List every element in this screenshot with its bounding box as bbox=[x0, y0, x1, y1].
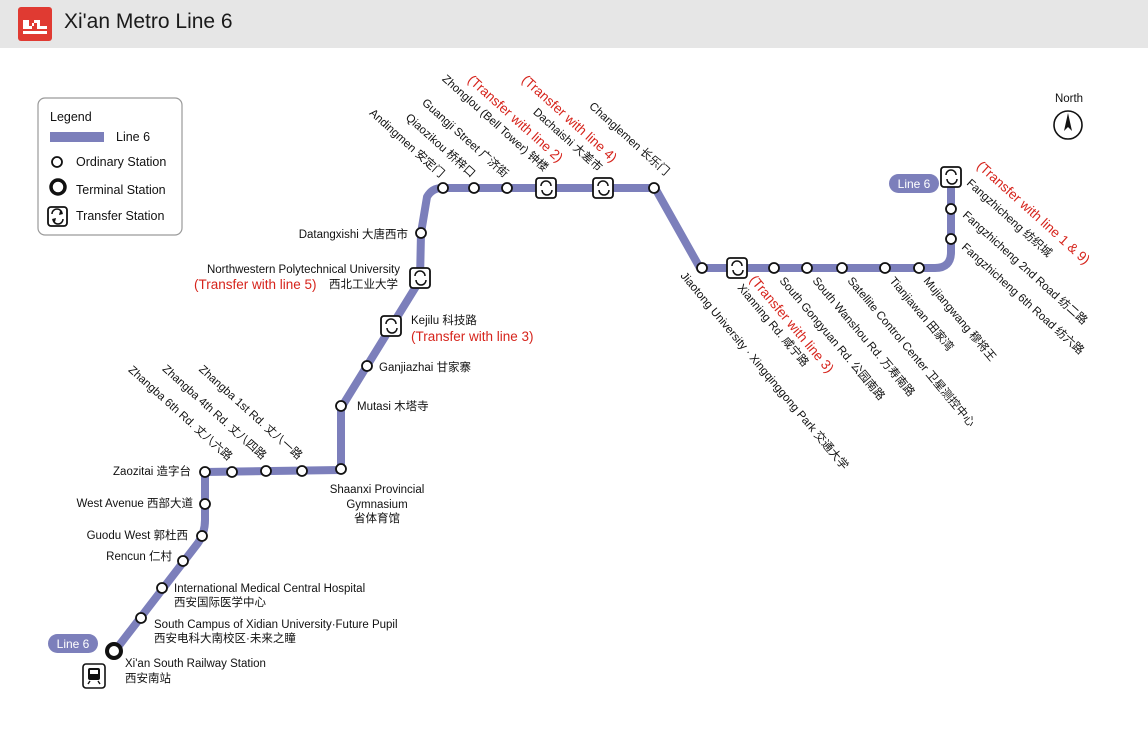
station-zaozitai[interactable] bbox=[199, 466, 211, 478]
label-xidian-south-en: South Campus of Xidian University·Future… bbox=[154, 619, 398, 631]
metro-map: Legend Line 6 Ordinary Station Terminal … bbox=[37, 72, 1093, 689]
transfer-station-zhonglou[interactable] bbox=[535, 177, 557, 199]
transfer-station-icon bbox=[47, 206, 68, 227]
label-guodu-west: Guodu West 郭杜西 bbox=[87, 528, 188, 542]
station-tianjiawan[interactable] bbox=[879, 262, 891, 274]
label-medical-zh: 西安国际医学中心 bbox=[174, 595, 266, 609]
station-wanshou[interactable] bbox=[801, 262, 813, 274]
station-guodu-west[interactable] bbox=[196, 530, 208, 542]
station-qiaozikou[interactable] bbox=[468, 182, 480, 194]
label-gymnasium-zh: 省体育馆 bbox=[354, 511, 400, 525]
ordinary-station-icon bbox=[51, 156, 63, 168]
label-npu-zh: 西北工业大学 bbox=[329, 277, 398, 291]
label-xidian-south-zh: 西安电科大南校区·未来之瞳 bbox=[154, 631, 296, 645]
header-bar: Xi'an Metro Line 6 bbox=[0, 0, 1148, 48]
transfer-station-dachaishi[interactable] bbox=[592, 177, 614, 199]
legend-line-swatch bbox=[50, 132, 104, 142]
legend-title: Legend bbox=[50, 110, 92, 124]
station-satellite[interactable] bbox=[836, 262, 848, 274]
label-datangxishi: Datangxishi 大唐西市 bbox=[299, 227, 408, 241]
transfer-station-npu[interactable] bbox=[409, 267, 431, 289]
terminal-station-icon bbox=[49, 178, 67, 196]
label-mutasi: Mutasi 木塔寺 bbox=[357, 400, 429, 413]
station-west-avenue[interactable] bbox=[199, 498, 211, 510]
transfer-station-kejilu[interactable] bbox=[380, 315, 402, 337]
station-changlemen[interactable] bbox=[648, 182, 660, 194]
station-guangji[interactable] bbox=[501, 182, 513, 194]
compass: North bbox=[1053, 93, 1083, 140]
legend-transfer-label: Transfer Station bbox=[76, 209, 165, 223]
station-mujiangwang[interactable] bbox=[913, 262, 925, 274]
legend-line-label: Line 6 bbox=[116, 130, 150, 144]
compass-label: North bbox=[1055, 93, 1083, 105]
label-fangzhicheng-transfer: (Transfer with line 1 & 9) bbox=[974, 158, 1093, 267]
label-gymnasium-en1: Shaanxi Provincial bbox=[330, 484, 425, 496]
station-mutasi[interactable] bbox=[335, 400, 347, 412]
station-xidian-south[interactable] bbox=[135, 612, 147, 624]
page-title: Xi'an Metro Line 6 bbox=[64, 10, 233, 33]
station-zhangba4[interactable] bbox=[260, 465, 272, 477]
label-kejilu-transfer: (Transfer with line 3) bbox=[411, 329, 534, 344]
station-gongyuan[interactable] bbox=[768, 262, 780, 274]
railway-station-icon bbox=[82, 663, 106, 689]
station-gymnasium[interactable] bbox=[335, 463, 347, 475]
line-6-route bbox=[110, 174, 955, 656]
station-medical[interactable] bbox=[156, 582, 168, 594]
svg-text:Line 6: Line 6 bbox=[898, 177, 931, 191]
station-andingmen[interactable] bbox=[437, 182, 449, 194]
station-zhangba1[interactable] bbox=[296, 465, 308, 477]
station-zhangba6[interactable] bbox=[226, 466, 238, 478]
svg-text:Line 6: Line 6 bbox=[57, 637, 90, 651]
station-rencun[interactable] bbox=[177, 555, 189, 567]
legend: Legend Line 6 Ordinary Station Terminal … bbox=[37, 97, 183, 236]
station-datangxishi[interactable] bbox=[415, 227, 427, 239]
label-zaozitai: Zaozitai 造字台 bbox=[113, 464, 191, 478]
legend-ordinary-label: Ordinary Station bbox=[76, 155, 166, 169]
label-xian-south-en: Xi'an South Railway Station bbox=[125, 658, 266, 670]
label-rencun: Rencun 仁村 bbox=[106, 549, 172, 563]
station-jiaotong[interactable] bbox=[696, 262, 708, 274]
label-medical-en: International Medical Central Hospital bbox=[174, 583, 365, 595]
label-kejilu: Kejilu 科技路 bbox=[411, 313, 477, 327]
label-npu-en: Northwestern Polytechnical University bbox=[207, 264, 400, 276]
station-fangzhicheng2[interactable] bbox=[945, 203, 957, 215]
label-xian-south-zh: 西安南站 bbox=[125, 671, 171, 685]
legend-terminal-label: Terminal Station bbox=[76, 183, 166, 197]
label-npu-transfer: (Transfer with line 5) bbox=[194, 277, 317, 292]
label-gymnasium-en2: Gymnasium bbox=[346, 499, 407, 511]
terminal-station-xian-south[interactable] bbox=[105, 642, 123, 660]
line-badge-end: Line 6 bbox=[889, 174, 939, 193]
transfer-station-fangzhicheng[interactable] bbox=[940, 166, 962, 188]
line-badge-start: Line 6 bbox=[48, 634, 98, 653]
station-ganjiazhai[interactable] bbox=[361, 360, 373, 372]
station-markers bbox=[105, 182, 957, 660]
label-west-avenue: West Avenue 西部大道 bbox=[76, 496, 193, 510]
transfer-station-xianning[interactable] bbox=[726, 257, 748, 279]
station-fangzhicheng6[interactable] bbox=[945, 233, 957, 245]
label-ganjiazhai: Ganjiazhai 甘家寨 bbox=[379, 360, 472, 374]
metro-logo-icon bbox=[18, 7, 52, 41]
